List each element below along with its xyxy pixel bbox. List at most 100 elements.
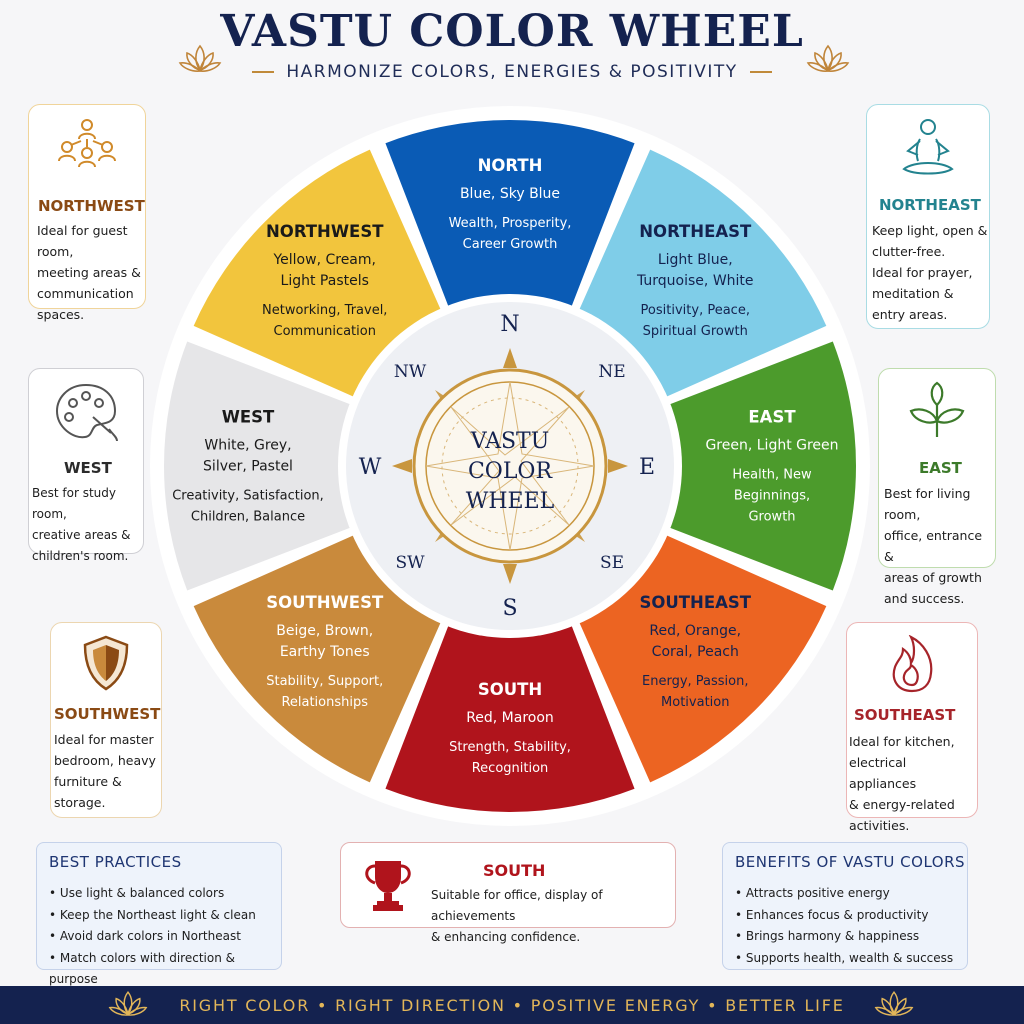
compass-label-w: W (359, 455, 382, 480)
card-northeast: NORTHEAST Keep light, open & clutter-fre… (866, 104, 990, 329)
compass-label-ne: NE (598, 362, 625, 382)
segment-meaning-southeast: Motivation (661, 695, 729, 710)
wheel-segment-southwest (193, 534, 442, 783)
segment-meaning-north: Wealth, Prosperity, (449, 216, 572, 231)
segment-meaning-northeast: Spiritual Growth (643, 324, 748, 339)
segment-meaning-northwest: Networking, Travel, (262, 303, 387, 318)
subtitle-ornament-right (749, 71, 772, 73)
card-title: WEST (64, 459, 112, 477)
card-text: Best for living room, office, entrance &… (884, 486, 983, 606)
segment-title-east: EAST (748, 408, 796, 427)
segment-colors-west: White, Grey, (204, 438, 291, 454)
card-text: Ideal for kitchen, electrical appliances… (849, 734, 955, 833)
subtitle-ornament-left (252, 71, 275, 73)
segment-title-southeast: SOUTHEAST (639, 593, 751, 612)
segment-meaning-east: Health, New (732, 468, 812, 483)
segment-colors-southeast: Coral, Peach (652, 644, 739, 660)
footer-text: RIGHT COLOR • RIGHT DIRECTION • POSITIVE… (179, 995, 845, 1015)
list-item: Enhances focus & productivity (735, 905, 953, 927)
card-southwest: SOUTHWEST Ideal for master bedroom, heav… (50, 622, 162, 818)
lotus-icon (108, 991, 148, 1016)
compass-label-e: E (639, 455, 655, 480)
card-title: EAST (919, 459, 962, 477)
best-practices-title: BEST PRACTICES (49, 853, 182, 871)
card-south: SOUTH Suitable for office, display of ac… (340, 842, 676, 944)
best-practices-box: BEST PRACTICES Use light & balanced colo… (36, 842, 282, 986)
compass-label-nw: NW (394, 362, 427, 382)
card-title: NORTHWEST (38, 197, 145, 215)
segment-colors-northwest: Yellow, Cream, (272, 252, 376, 268)
segment-meaning-south: Recognition (472, 761, 549, 776)
segment-title-west: WEST (222, 408, 275, 427)
wheel-segment-southeast (578, 534, 827, 783)
page-subtitle: HARMONIZE COLORS, ENERGIES & POSITIVITY (286, 62, 738, 82)
compass-label-se: SE (600, 553, 624, 573)
segment-meaning-southwest: Stability, Support, (266, 674, 383, 689)
wheel-segment-north (385, 120, 635, 308)
segment-meaning-west: Creativity, Satisfaction, (172, 489, 324, 504)
card-west: WEST Best for study room, creative areas… (28, 368, 144, 563)
list-item: Supports health, wealth & success (735, 948, 953, 970)
benefits-box: BENEFITS OF VASTU COLORS Attracts positi… (722, 842, 968, 970)
segment-title-northwest: NORTHWEST (266, 222, 384, 241)
benefits-list: Attracts positive energy Enhances focus … (735, 883, 953, 969)
wheel-segment-northwest (193, 149, 442, 398)
segment-title-north: NORTH (478, 156, 543, 175)
segment-meaning-west: Children, Balance (191, 510, 305, 525)
list-item: Brings harmony & happiness (735, 926, 953, 948)
compass-label-sw: SW (395, 553, 425, 573)
segment-colors-east: Green, Light Green (705, 438, 838, 454)
segment-colors-northeast: Turquoise, White (636, 273, 754, 289)
wheel-segment-east (668, 341, 856, 591)
wheel-segment-south (385, 624, 635, 812)
compass-rose (392, 348, 628, 584)
center-title-line-1: VASTU (470, 429, 550, 454)
wheel-segments (164, 120, 856, 812)
segment-colors-southwest: Beige, Brown, (276, 623, 373, 639)
footer-banner: RIGHT COLOR • RIGHT DIRECTION • POSITIVE… (0, 986, 1024, 1024)
page-title: VASTU COLOR WHEEL (220, 6, 804, 57)
lotus-icon (178, 44, 222, 72)
segment-meaning-east: Growth (748, 510, 795, 525)
card-southeast: SOUTHEAST Ideal for kitchen, electrical … (846, 622, 978, 833)
compass-label-s: S (502, 596, 517, 621)
segment-meaning-northwest: Communication (274, 324, 376, 339)
shield-icon (83, 635, 129, 691)
segment-title-south: SOUTH (478, 680, 542, 699)
segment-title-northeast: NORTHEAST (639, 222, 752, 241)
card-title: NORTHEAST (879, 196, 981, 214)
palette-icon (55, 383, 118, 442)
segment-colors-north: Blue, Sky Blue (460, 186, 560, 202)
segment-meaning-southeast: Energy, Passion, (642, 674, 748, 689)
benefits-title: BENEFITS OF VASTU COLORS (735, 853, 966, 871)
card-title: SOUTHWEST (54, 705, 161, 723)
segment-colors-southwest: Earthy Tones (280, 644, 370, 660)
flame-icon (892, 635, 933, 693)
segment-colors-west: Silver, Pastel (203, 459, 293, 475)
segment-title-southwest: SOUTHWEST (266, 593, 384, 612)
south-card-text: Suitable for office, display of achievem… (431, 888, 603, 944)
center-title-line-3: WHEEL (466, 489, 555, 514)
list-item: Use light & balanced colors (49, 883, 281, 905)
segment-meaning-northeast: Positivity, Peace, (641, 303, 750, 318)
segment-meaning-north: Career Growth (463, 237, 558, 252)
segment-colors-south: Red, Maroon (466, 710, 554, 726)
lotus-icon (874, 991, 914, 1016)
segment-meaning-south: Strength, Stability, (449, 740, 571, 755)
card-text: Keep light, open & clutter-free. Ideal f… (872, 223, 988, 322)
card-text: Ideal for master bedroom, heavy furnitur… (54, 732, 156, 810)
card-text: Best for study room, creative areas & ch… (32, 486, 131, 563)
card-text: Ideal for guest room, meeting areas & co… (37, 223, 141, 322)
segment-colors-northeast: Light Blue, (658, 252, 733, 268)
segment-colors-southeast: Red, Orange, (649, 623, 741, 639)
compass-label-n: N (500, 312, 519, 337)
lotus-icon (806, 44, 850, 72)
card-northwest: NORTHWEST Ideal for guest room, meeting … (28, 104, 146, 322)
subtitle-row: HARMONIZE COLORS, ENERGIES & POSITIVITY (0, 62, 1024, 82)
meditation-icon (902, 119, 954, 175)
wheel-segment-west (164, 341, 352, 591)
south-card-title: SOUTH (483, 861, 546, 880)
card-east: EAST Best for living room, office, entra… (878, 368, 996, 606)
